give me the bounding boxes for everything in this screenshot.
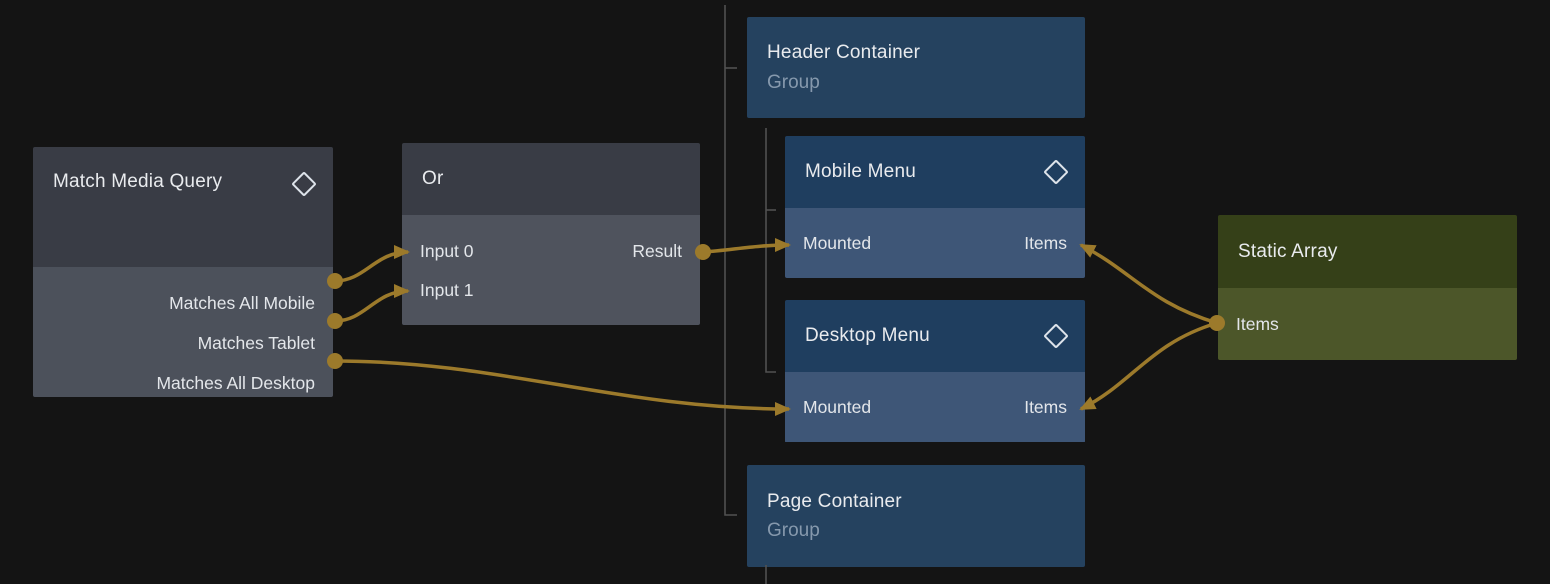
node-subtitle: Group <box>767 71 820 93</box>
node-or[interactable]: Or Input 0 Result Input 1 <box>402 143 700 325</box>
node-title: Match Media Query <box>53 171 223 192</box>
node-title: Static Array <box>1238 240 1338 262</box>
port-label-mounted[interactable]: Mounted <box>803 232 872 253</box>
port-row: Mounted Items <box>785 372 1085 442</box>
diamond-icon <box>1043 159 1069 185</box>
node-header: Desktop Menu <box>785 300 1085 372</box>
wire-result-to-mounted[interactable] <box>702 238 791 254</box>
port-label-items[interactable]: Items <box>1024 232 1067 253</box>
port-row: Input 0 Result <box>402 232 700 271</box>
port-label-items[interactable]: Items <box>1024 396 1067 417</box>
port-label-matches-all-mobile[interactable]: Matches All Mobile <box>169 292 315 313</box>
node-header-container[interactable]: Header Container Group <box>747 17 1085 118</box>
node-title: Desktop Menu <box>805 325 930 346</box>
node-body: Input 0 Result Input 1 <box>402 215 700 325</box>
node-title: Page Container <box>767 490 902 512</box>
wire-items-to-mobile-items[interactable] <box>1079 243 1218 325</box>
node-header: Or <box>402 143 700 215</box>
node-body: Mounted Items <box>785 372 1085 442</box>
node-static-array[interactable]: Static Array Items <box>1218 215 1517 360</box>
port-label-result[interactable]: Result <box>632 241 682 261</box>
node-body: Mounted Items <box>785 208 1085 278</box>
node-match-media-query[interactable]: Match Media Query Matches All Mobile Mat… <box>33 147 333 397</box>
port-row: Matches All Mobile <box>33 283 333 323</box>
wire-desktop-to-mounted[interactable] <box>334 359 791 416</box>
node-title: Mobile Menu <box>805 161 916 182</box>
port-label-matches-tablet[interactable]: Matches Tablet <box>197 332 315 353</box>
node-header: Mobile Menu <box>785 136 1085 208</box>
node-mobile-menu[interactable]: Mobile Menu Mounted Items <box>785 136 1085 278</box>
node-title: Header Container <box>767 42 921 64</box>
port-label-mounted[interactable]: Mounted <box>803 396 872 417</box>
node-subtitle: Group <box>767 520 820 541</box>
wire-tablet-to-input1[interactable] <box>334 284 410 323</box>
node-header: Static Array <box>1218 215 1517 288</box>
node-body: Matches All Mobile Matches Tablet Matche… <box>33 267 333 397</box>
port-row: Input 1 <box>402 271 700 310</box>
port-row: Items <box>1218 288 1517 360</box>
port-label-items[interactable]: Items <box>1236 313 1279 334</box>
port-label-matches-all-desktop[interactable]: Matches All Desktop <box>156 372 315 393</box>
port-label-input-0[interactable]: Input 0 <box>420 241 474 261</box>
node-desktop-menu[interactable]: Desktop Menu Mounted Items <box>785 300 1085 443</box>
node-page-container[interactable]: Page Container Group <box>747 465 1085 567</box>
port-label-input-1[interactable]: Input 1 <box>420 280 474 300</box>
node-body: Items <box>1218 288 1517 360</box>
diamond-icon <box>291 171 317 197</box>
port-row: Mounted Items <box>785 208 1085 278</box>
diamond-icon <box>1043 323 1069 349</box>
wire-mobile-to-input0[interactable] <box>334 245 410 283</box>
port-row: Matches Tablet <box>33 323 333 363</box>
node-header: Match Media Query <box>33 147 333 267</box>
node-title: Or <box>422 168 444 189</box>
port-row: Matches All Desktop <box>33 363 333 397</box>
wire-items-to-desktop-items[interactable] <box>1079 321 1218 411</box>
